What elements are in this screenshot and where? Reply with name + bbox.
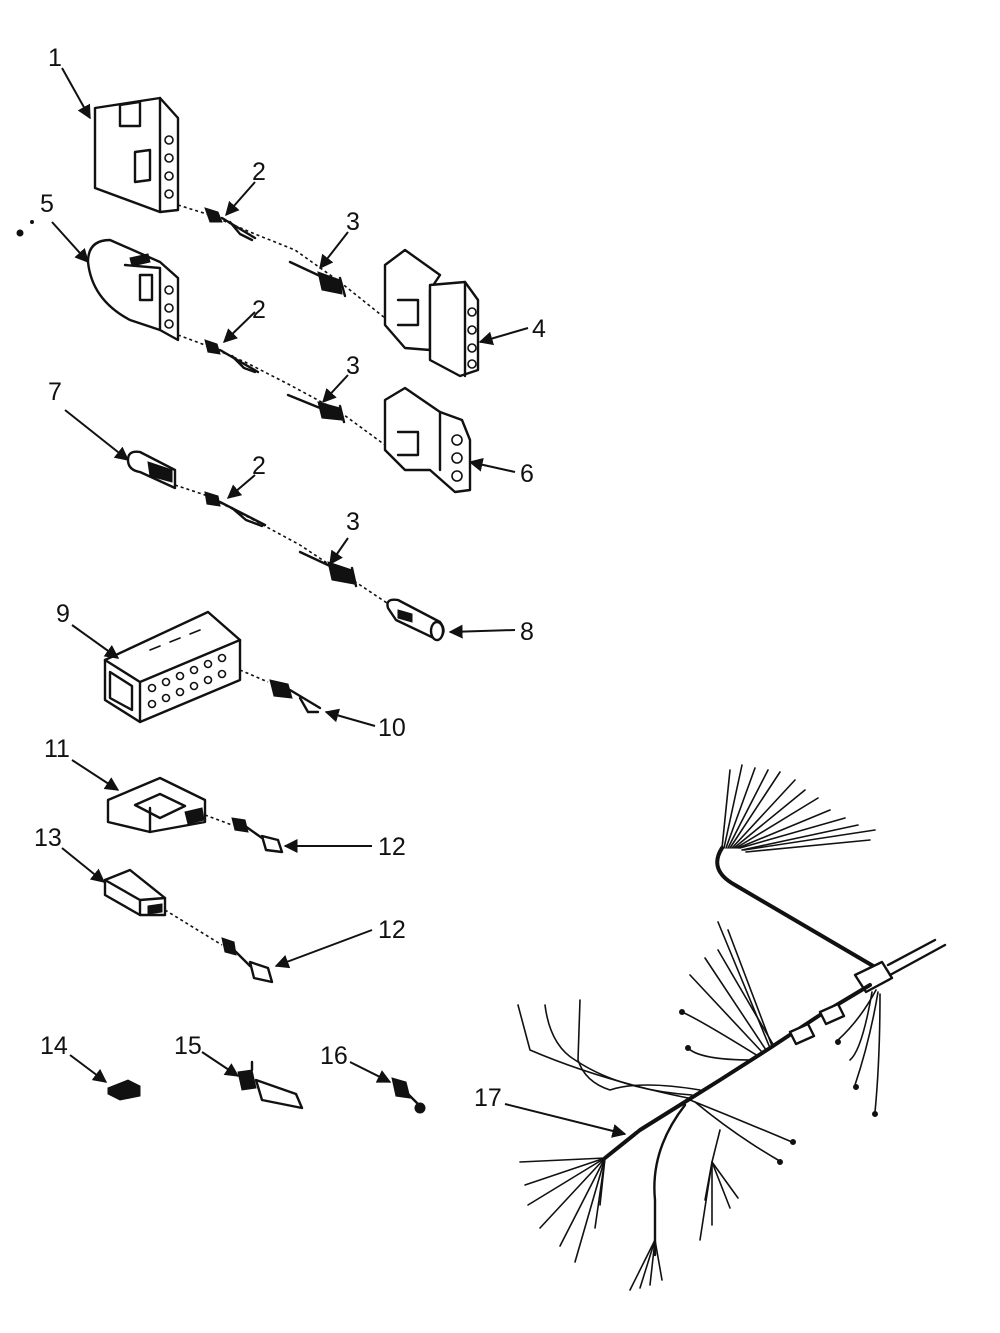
callout-9: 9 xyxy=(56,600,70,628)
part-2-terminal-middle xyxy=(204,339,260,374)
part-8-sleeve xyxy=(386,598,445,642)
callout-10: 10 xyxy=(378,714,406,742)
part-14-clip xyxy=(107,1079,141,1101)
part-17-wire-harness xyxy=(517,764,947,1291)
part-3-pin-top xyxy=(288,260,347,298)
callout-7: 7 xyxy=(48,378,62,406)
callout-2-middle: 2 xyxy=(252,296,266,324)
part-3-pin-lower xyxy=(298,550,358,588)
callout-3-top: 3 xyxy=(346,208,360,236)
part-10-pin-terminal xyxy=(269,679,322,714)
callout-17: 17 xyxy=(474,1084,502,1112)
callout-6: 6 xyxy=(520,460,534,488)
part-9-multipin-block xyxy=(103,610,242,724)
callout-3-lower: 3 xyxy=(346,508,360,536)
callout-5: 5 xyxy=(40,190,54,218)
callout-11: 11 xyxy=(44,735,70,763)
callout-2-top: 2 xyxy=(252,158,266,186)
part-16-ring-terminal xyxy=(391,1077,426,1114)
part-5-receptacle xyxy=(86,238,180,342)
part-1-connector-housing xyxy=(93,96,180,214)
part-11-u-connector xyxy=(106,776,207,834)
callout-15: 15 xyxy=(174,1032,202,1060)
callout-12-lower: 12 xyxy=(378,916,406,944)
part-6-plug xyxy=(383,386,472,494)
callout-labels: 1 2 3 5 4 2 3 7 6 2 3 9 8 10 11 12 13 12… xyxy=(34,44,546,1112)
callout-2-lower: 2 xyxy=(252,452,266,480)
callout-4: 4 xyxy=(532,315,546,343)
callout-12-upper: 12 xyxy=(378,833,406,861)
callout-3-middle: 3 xyxy=(346,352,360,380)
part-4-plug-body xyxy=(383,248,480,378)
part-3-pin-middle xyxy=(286,393,346,424)
callout-13: 13 xyxy=(34,824,62,852)
callout-8: 8 xyxy=(520,618,534,646)
part-12-terminal-lower xyxy=(221,937,274,984)
part-2-terminal-lower xyxy=(204,491,267,528)
part-7-bullet-terminal xyxy=(126,450,177,490)
callout-16: 16 xyxy=(320,1042,348,1070)
callout-1: 1 xyxy=(48,44,62,72)
part-2-terminal-top xyxy=(204,207,257,242)
part-15-spade-terminal xyxy=(237,1060,304,1110)
part-13-small-block xyxy=(103,868,167,917)
part-12-terminal-upper xyxy=(231,817,284,854)
callout-14: 14 xyxy=(40,1032,68,1060)
leader-lines xyxy=(51,67,627,1138)
